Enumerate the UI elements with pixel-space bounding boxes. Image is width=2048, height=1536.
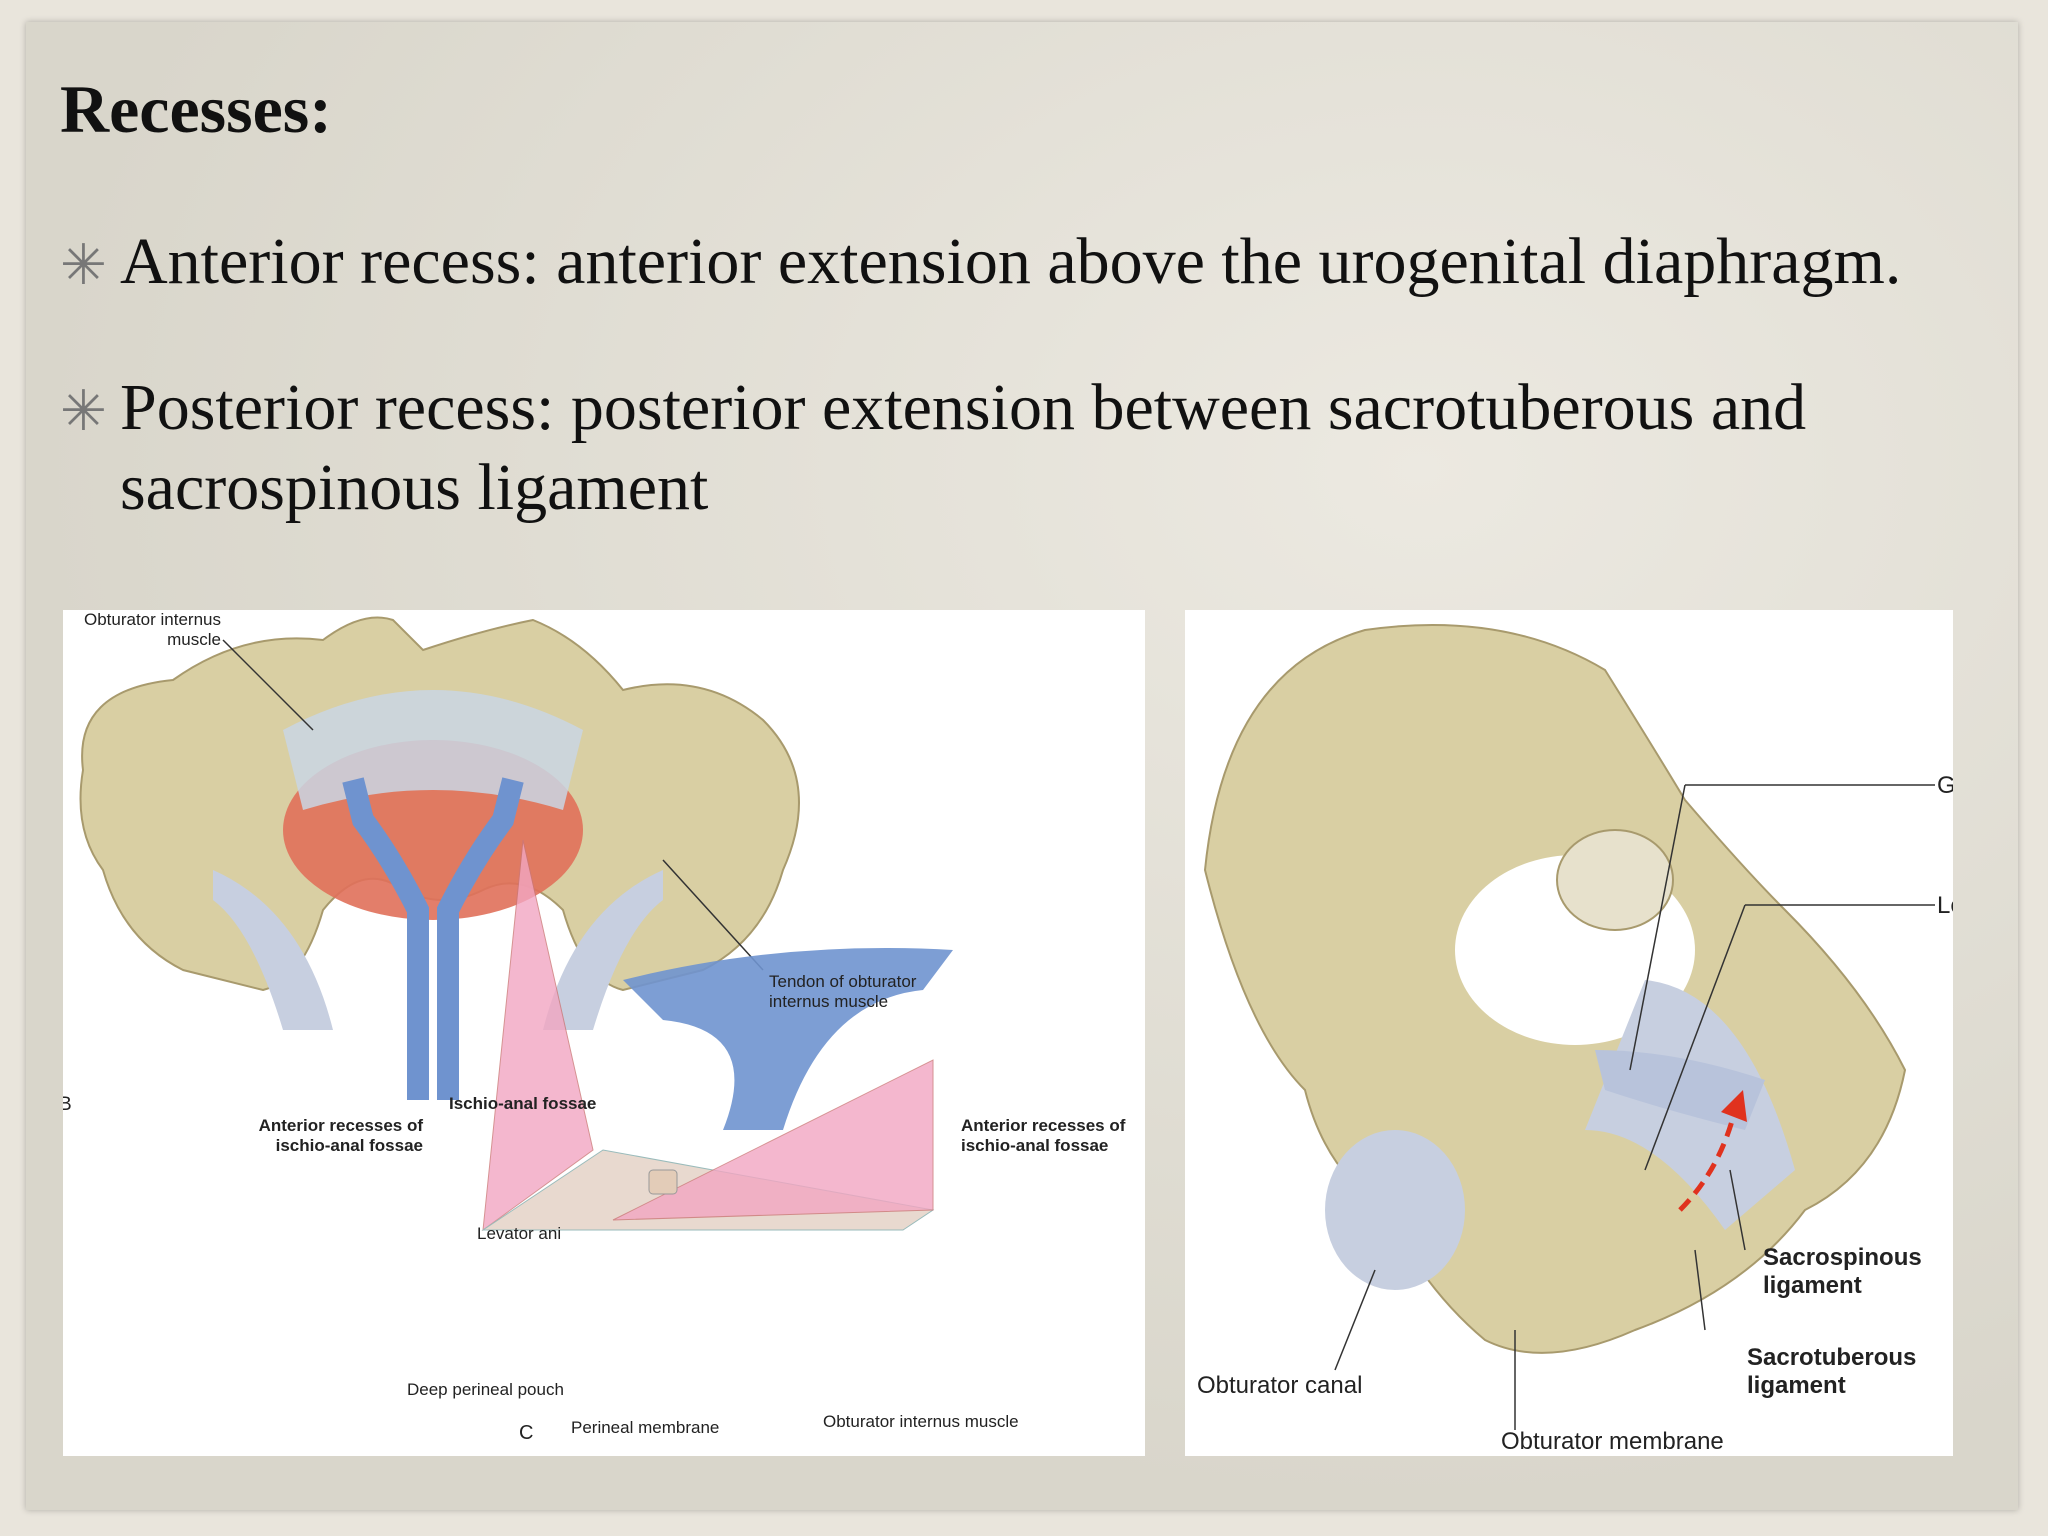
obturator-membrane-shape [1325, 1130, 1465, 1290]
bullet-text: Posterior recess: posterior extension be… [120, 371, 1807, 524]
label-ischio-anal-fossae: Ischio-anal fossae [449, 1094, 597, 1113]
recess-arrows [342, 777, 524, 1100]
right-anatomy-figure: G Le Sacrospinous ligament Sacrotuberous… [1185, 610, 1953, 1456]
label-levator-ani: Levator ani [477, 1224, 562, 1243]
posterior-recess-dashed-arrow [1678, 1109, 1738, 1212]
ligament-left-shape [213, 870, 333, 1030]
label-perineal-membrane: Perineal membrane [571, 1418, 720, 1437]
label-obturator-canal: Obturator canal [1197, 1372, 1363, 1399]
label-sacrospinous-ligament: Sacrospinous ligament [1763, 1244, 1922, 1299]
obturator-internus-triangle [612, 1059, 934, 1221]
levator-ani-triangle [482, 839, 594, 1232]
slide-title: Recesses: [60, 71, 332, 147]
asterisk-icon: ✳ [60, 379, 107, 444]
label-obturator-internus-muscle: Obturator internus muscle [83, 610, 221, 649]
bullet-text: Anterior recess: anterior extension abov… [120, 225, 1902, 298]
label-tendon-obturator-internus: Tendon of obturator internus muscle [769, 972, 917, 1011]
label-obturator-membrane: Obturator membrane [1501, 1428, 1724, 1455]
label-anterior-recesses-left: Anterior recesses of ischio-anal fossae [258, 1116, 423, 1155]
label-anterior-recesses-right: Anterior recesses of ischio-anal fossae [961, 1116, 1126, 1155]
anterior-recess-arrow [623, 948, 953, 1130]
pelvic-floor-illustration [79, 616, 953, 1232]
left-anatomy-figure: Obturator internus muscle Tendon of obtu… [63, 610, 1145, 1456]
label-sacrotuberous-ligament: Sacrotuberous ligament [1747, 1344, 1917, 1399]
ligament-right-shape [543, 870, 663, 1030]
label-deep-perineal-pouch: Deep perineal pouch [407, 1380, 564, 1399]
label-le-cut: Le [1937, 892, 1953, 919]
sacrospinous-ligament-shape [1595, 1050, 1765, 1130]
label-obturator-internus-muscle-c: Obturator internus muscle [823, 1412, 1019, 1431]
asterisk-icon: ✳ [60, 233, 107, 298]
label-panel-b: B [63, 1094, 72, 1115]
hip-bone-illustration [1203, 624, 1935, 1430]
label-g-cut: G [1937, 772, 1953, 799]
label-panel-c: C [519, 1422, 534, 1444]
